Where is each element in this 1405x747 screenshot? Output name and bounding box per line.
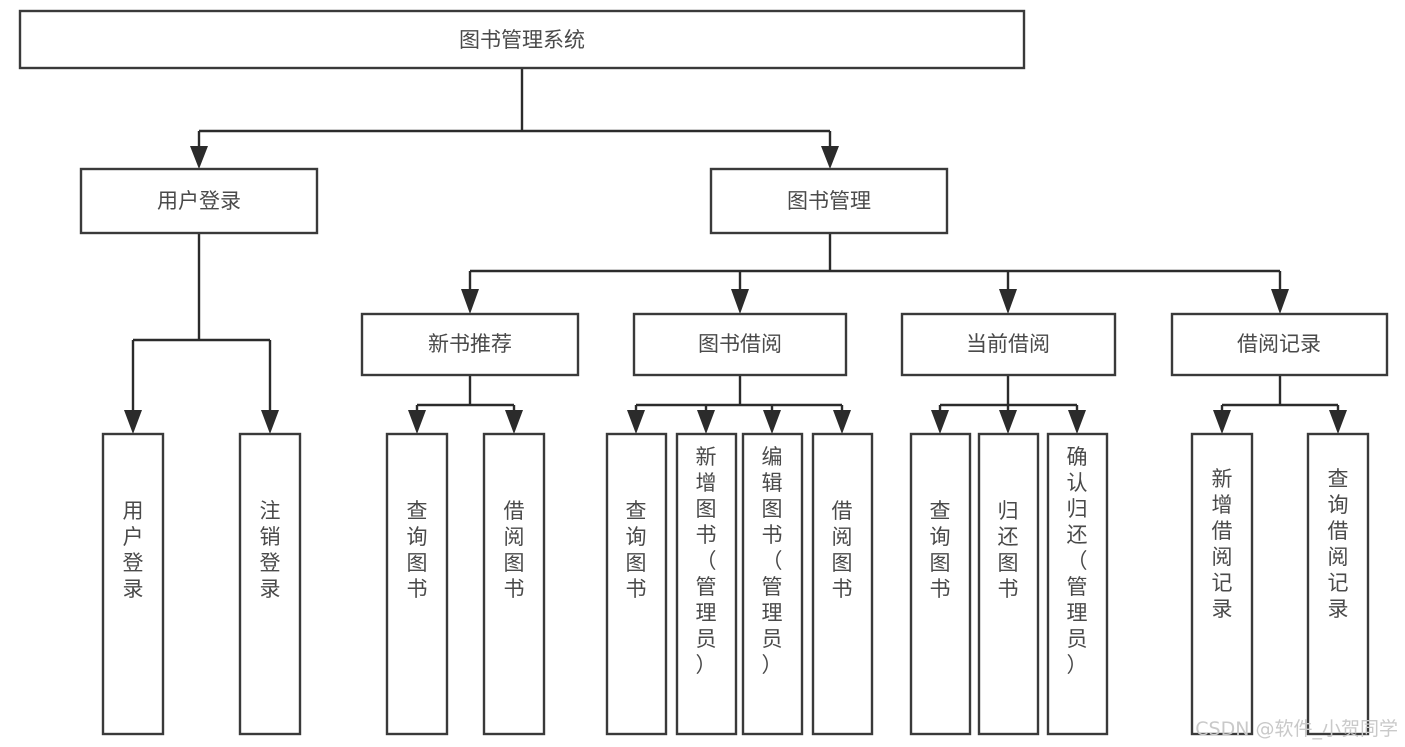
arrow-icon <box>999 289 1017 314</box>
arrow-icon <box>999 410 1017 434</box>
arrow-icon <box>731 289 749 314</box>
node-leaf-confirm-return-label: 确认归还（管理员） <box>1067 445 1088 677</box>
arrow-icon <box>1068 410 1086 434</box>
connector-currentborrow-to-leaves <box>931 375 1086 434</box>
node-book-manage-label: 图书管理 <box>787 189 871 213</box>
arrow-icon <box>190 146 208 169</box>
arrow-icon <box>627 410 645 434</box>
node-leaf-user-login-label: 用户登录 <box>123 499 144 601</box>
arrow-icon <box>461 289 479 314</box>
node-leaf-edit-book-label: 编辑图书（管理员） <box>762 445 783 677</box>
arrow-icon <box>1329 410 1347 434</box>
connector-borrowrecord-to-leaves <box>1213 375 1347 434</box>
node-new-book-recommend-label: 新书推荐 <box>428 332 512 356</box>
node-leaf-edit-book[interactable]: 编辑图书（管理员） <box>741 432 804 736</box>
connector-newbook-to-leaves <box>408 375 523 434</box>
arrow-icon <box>408 410 426 434</box>
node-leaf-borrow-book-1-label: 借阅图书 <box>504 499 525 601</box>
arrow-icon <box>1213 410 1231 434</box>
arrow-icon <box>931 410 949 434</box>
node-leaf-return-book[interactable]: 归还图书 <box>977 432 1040 736</box>
node-new-book-recommend[interactable]: 新书推荐 <box>360 312 580 377</box>
node-leaf-query-record[interactable]: 查询借阅记录 <box>1306 432 1370 736</box>
node-leaf-add-record-label: 新增借阅记录 <box>1212 467 1233 621</box>
node-root[interactable]: 图书管理系统 <box>18 9 1026 70</box>
node-leaf-query-book-1[interactable]: 查询图书 <box>385 432 449 736</box>
node-leaf-add-record[interactable]: 新增借阅记录 <box>1190 432 1254 736</box>
node-leaf-add-book-label: 新增图书（管理员） <box>696 445 717 677</box>
node-leaf-query-book-2-label: 查询图书 <box>626 499 647 601</box>
node-leaf-confirm-return[interactable]: 确认归还（管理员） <box>1046 432 1109 736</box>
node-leaf-borrow-book-2[interactable]: 借阅图书 <box>811 432 874 736</box>
connector-root-to-level2 <box>190 68 839 169</box>
node-leaf-query-book-3[interactable]: 查询图书 <box>909 432 972 736</box>
node-borrow-record[interactable]: 借阅记录 <box>1170 312 1389 377</box>
connector-bookborrow-to-leaves <box>627 375 851 434</box>
node-leaf-borrow-book-2-label: 借阅图书 <box>832 499 853 601</box>
node-leaf-query-book-1-label: 查询图书 <box>407 499 428 601</box>
watermark: CSDN @软件_小贺同学 <box>1195 718 1398 740</box>
arrow-icon <box>505 410 523 434</box>
node-leaf-query-record-label: 查询借阅记录 <box>1328 467 1349 621</box>
arrow-icon <box>124 410 142 434</box>
arrow-icon <box>1271 289 1289 314</box>
connector-bookmanage-to-level3 <box>461 233 1289 314</box>
node-leaf-user-login[interactable]: 用户登录 <box>101 432 165 736</box>
node-user-login-label: 用户登录 <box>157 189 241 213</box>
node-leaf-query-book-2[interactable]: 查询图书 <box>605 432 668 736</box>
node-root-label: 图书管理系统 <box>459 28 585 52</box>
node-leaf-user-logout-label: 注销登录 <box>260 499 281 601</box>
arrow-icon <box>833 410 851 434</box>
node-borrow-record-label: 借阅记录 <box>1237 332 1321 356</box>
node-leaf-add-book[interactable]: 新增图书（管理员） <box>675 432 738 736</box>
node-book-borrow-label: 图书借阅 <box>698 332 782 356</box>
node-current-borrow-label: 当前借阅 <box>966 332 1050 356</box>
node-leaf-return-book-label: 归还图书 <box>998 499 1019 601</box>
arrow-icon <box>763 410 781 434</box>
node-current-borrow[interactable]: 当前借阅 <box>900 312 1117 377</box>
arrow-icon <box>697 410 715 434</box>
connector-userlogin-to-leaves <box>124 233 279 434</box>
node-leaf-borrow-book-1[interactable]: 借阅图书 <box>482 432 546 736</box>
node-leaf-user-logout[interactable]: 注销登录 <box>238 432 302 736</box>
node-leaf-query-book-3-label: 查询图书 <box>930 499 951 601</box>
arrow-icon <box>261 410 279 434</box>
node-book-borrow[interactable]: 图书借阅 <box>632 312 848 377</box>
arrow-icon <box>821 146 839 169</box>
node-user-login[interactable]: 用户登录 <box>79 167 319 235</box>
node-book-manage[interactable]: 图书管理 <box>709 167 949 235</box>
